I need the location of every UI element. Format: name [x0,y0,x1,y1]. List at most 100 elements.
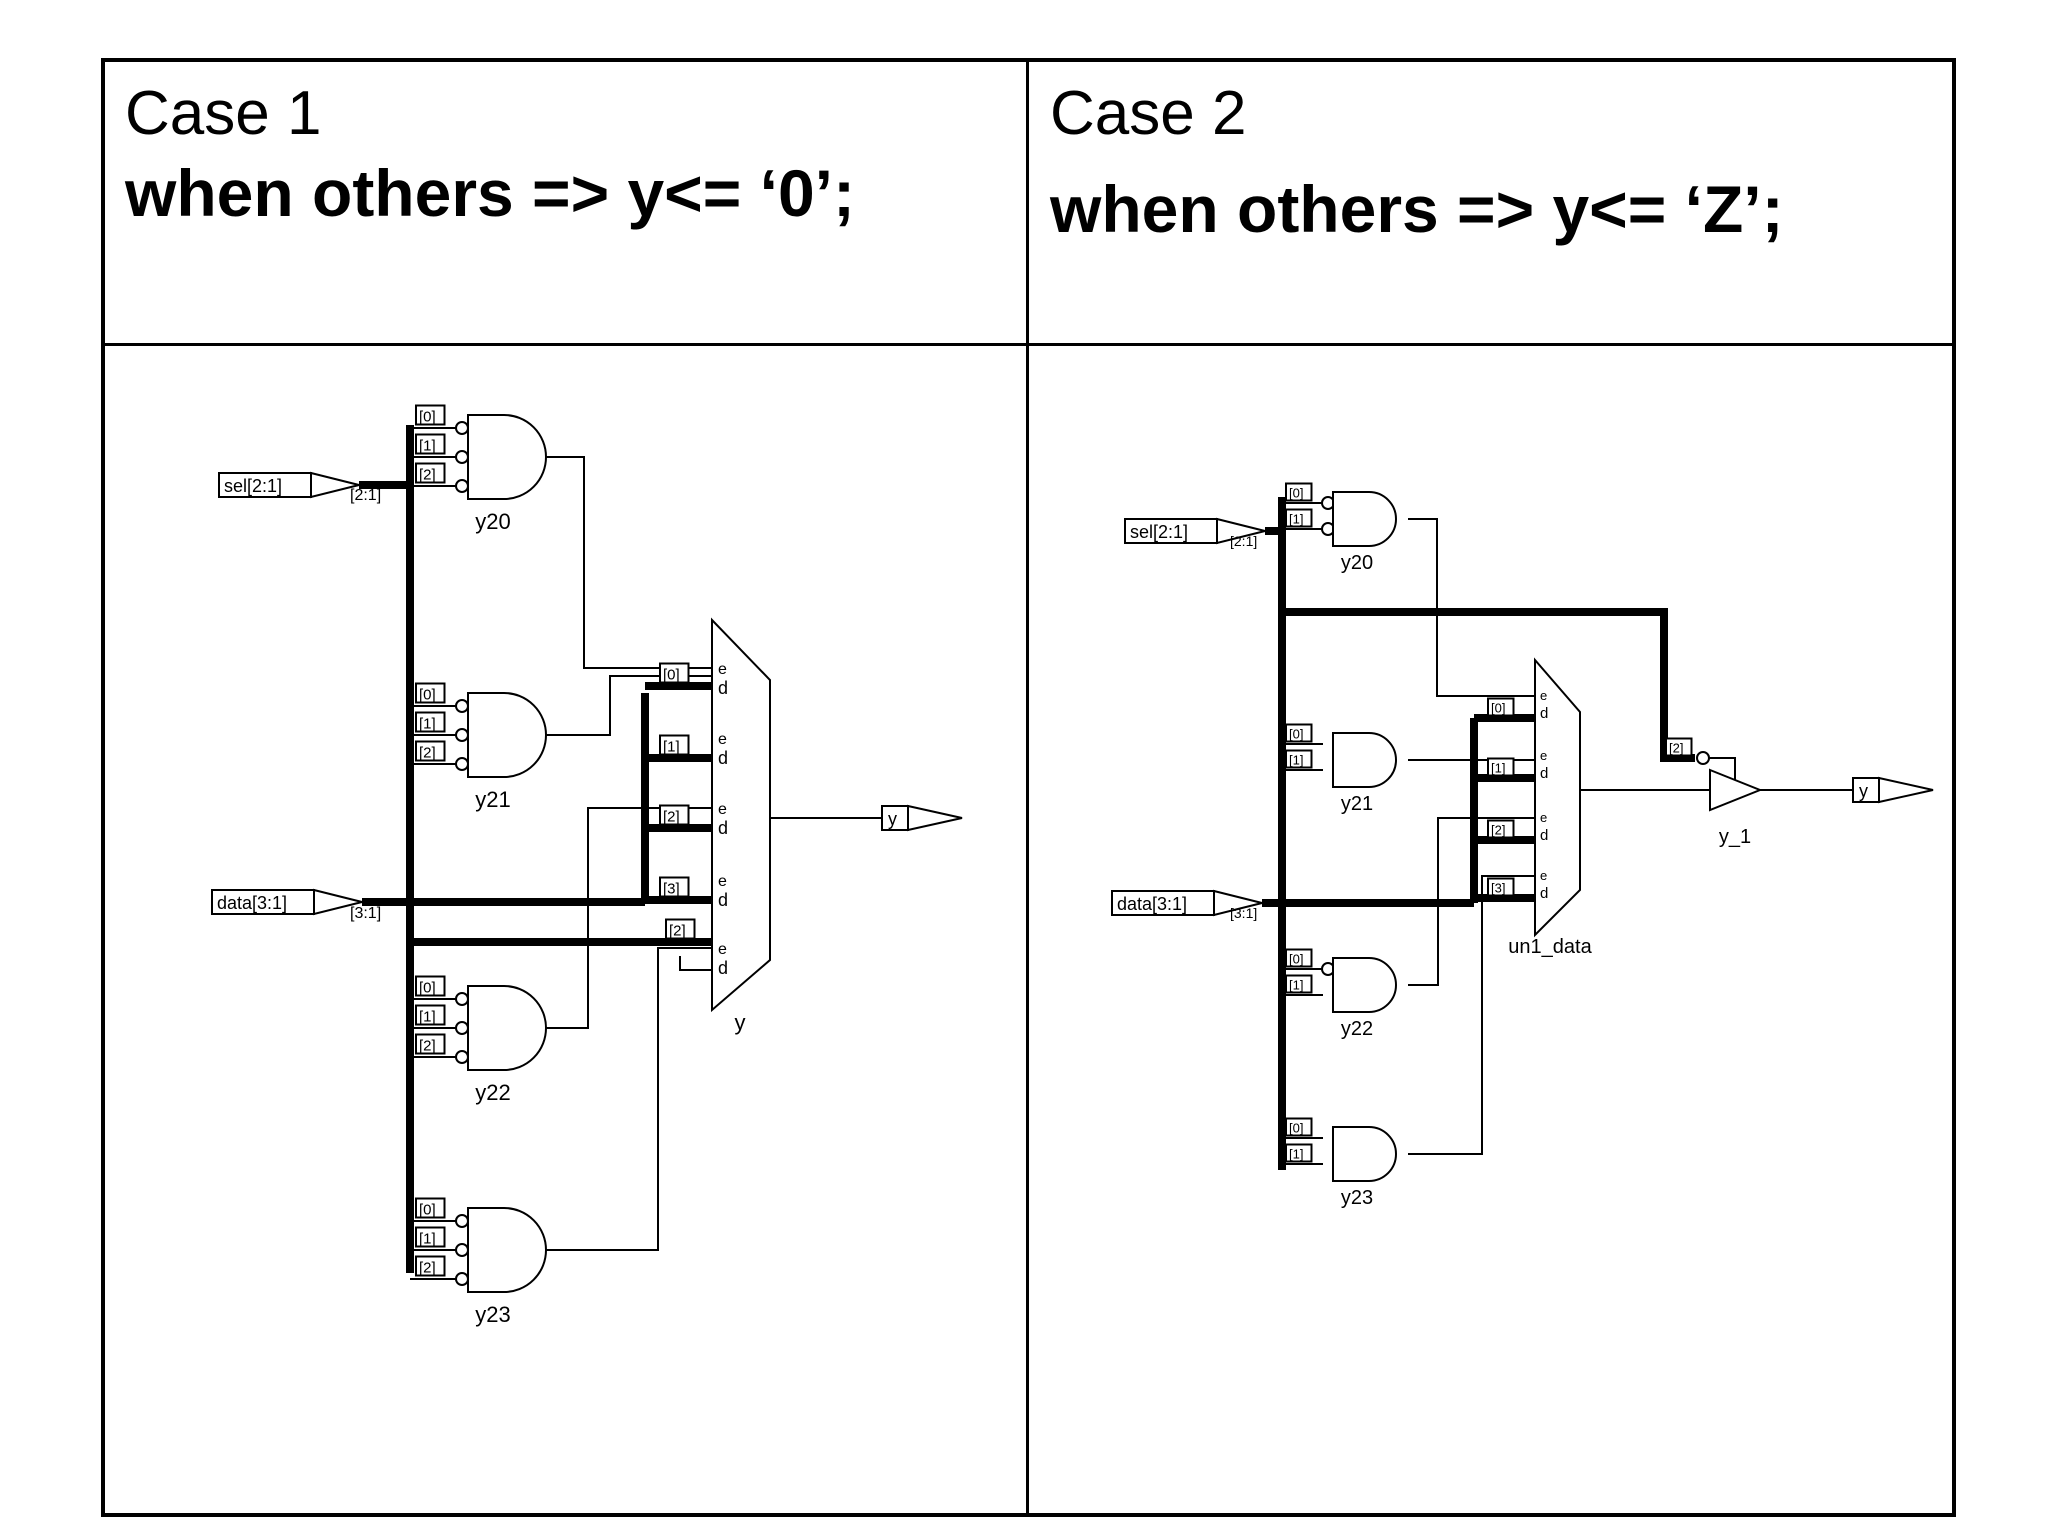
mux-d-label-4: d [718,958,728,978]
y20-gate [467,414,547,500]
y21-gate [1332,732,1397,788]
sel-port: sel[2:1] [1130,522,1188,542]
sel-port-box [218,472,312,498]
mux-pin-1: [1] [663,738,680,755]
y20-pin-1: [1] [419,437,436,454]
mux-pin-2: [2] [663,808,680,825]
mux-label: y [735,1010,746,1035]
y23-pin-1-box [415,1226,446,1248]
y22-out [1408,817,1535,986]
y21-label: y21 [1341,793,1373,815]
y23-pin-1: [1] [419,1230,436,1247]
y20-pin-0: [0] [419,408,436,425]
y22-pin-0: [0] [419,979,436,996]
y22-pin-1: [1] [419,1008,436,1025]
output-port-arrow [1878,776,1934,804]
mux-d-wire-4 [679,956,712,971]
y20-out [546,456,712,669]
mux-pin-1: [1] [1491,761,1505,776]
y21-pin-1: [1] [419,715,436,732]
data-port: data[3:1] [217,893,287,913]
y21-gate [467,692,547,778]
mux-y [711,617,771,1013]
mux-pin-2-box [659,804,690,826]
sel-bus-label: [2:1] [350,487,381,504]
mux-label: un1_data [1508,936,1592,958]
mux-pin-0: [0] [1491,701,1505,716]
mux-e-label-1: e [1540,748,1547,763]
mux-pin-2: [2] [1491,823,1505,838]
output-port: y [1859,781,1868,801]
y22-pin-0-box [1285,948,1313,968]
y21-pin-0-box [415,682,446,704]
y21-pin-1: [1] [1289,753,1303,768]
y22-pin-2: [2] [419,1037,436,1054]
mux-pin-0-box [1487,697,1515,717]
y21-pin-0-box [1285,723,1313,743]
buffer-pin-box [1665,737,1693,757]
row-divider [101,343,1956,346]
y20-pin-1-box [1285,508,1313,528]
sel-port-box [1124,518,1218,544]
y23-pin-0: [0] [419,1201,436,1218]
mux-pin-3: [3] [1491,881,1505,896]
mux-d-label-0: d [718,678,728,698]
data-port-box [211,889,315,915]
mux-pin-4-box [665,918,696,940]
mux-pin-2-box [1487,819,1515,839]
y21-pin-2: [2] [419,744,436,761]
mux-pin-0: [0] [663,666,680,683]
y22-pin-1: [1] [1289,978,1303,993]
y23-pin-1-box [1285,1143,1313,1163]
y21-pin-1-box [415,711,446,733]
y22-pin-0-box [415,975,446,997]
y20-pin-0: [0] [1289,486,1303,501]
y21-pin-1-box [1285,749,1313,769]
y20-pin-0-box [415,404,446,426]
mux-d-label-3: d [718,890,728,910]
mux-e-label-2: e [718,801,727,818]
y23-pin-2: [2] [419,1259,436,1276]
data-port-arrow [1213,889,1263,917]
y23-pin-0-box [415,1197,446,1219]
mux-pin-3: [3] [663,880,680,897]
mux-d-label-1: d [718,748,728,768]
y23-pin-2-box [415,1255,446,1277]
column-divider [1026,58,1029,1517]
mux-pin-3-box [659,876,690,898]
y20-pin-2-box [415,462,446,484]
y20-gate [1332,491,1397,547]
data-bus-label: [3:1] [350,905,381,922]
output-port-arrow [907,804,963,832]
y23-label: y23 [1341,1187,1373,1209]
mux-un1-data [1534,657,1581,938]
mux-pin-3-box [1487,877,1515,897]
y21-pin-0: [0] [419,686,436,703]
y20-pin-2: [2] [419,466,436,483]
mux-pin-4: [2] [669,922,686,939]
data-port: data[3:1] [1117,894,1187,914]
y20-label: y20 [1341,552,1373,574]
y21-pin-0: [0] [1289,727,1303,742]
y22-pin-1-box [1285,974,1313,994]
y20-pin-1: [1] [1289,512,1303,527]
y23-pin-0: [0] [1289,1121,1303,1136]
case1-code: when others => y<= ‘0’; [125,156,855,230]
case2-code: when others => y<= ‘Z’; [1050,172,1784,246]
output-port: y [888,809,897,829]
data-port-arrow [313,888,363,916]
output-port-box [881,805,909,831]
buffer-label: y_1 [1719,826,1751,848]
mux-d-label-1: d [1540,765,1548,782]
mux-e-label-2: e [1540,810,1547,825]
mux-d-label-2: d [718,818,728,838]
y22-pin-2-box [415,1033,446,1055]
mux-e-label-0: e [718,661,727,678]
y22-pin-1-box [415,1004,446,1026]
output-port-box [1852,777,1880,803]
y20-pin-1-box [415,433,446,455]
sel-port: sel[2:1] [224,476,282,496]
y23-pin-1: [1] [1289,1147,1303,1162]
